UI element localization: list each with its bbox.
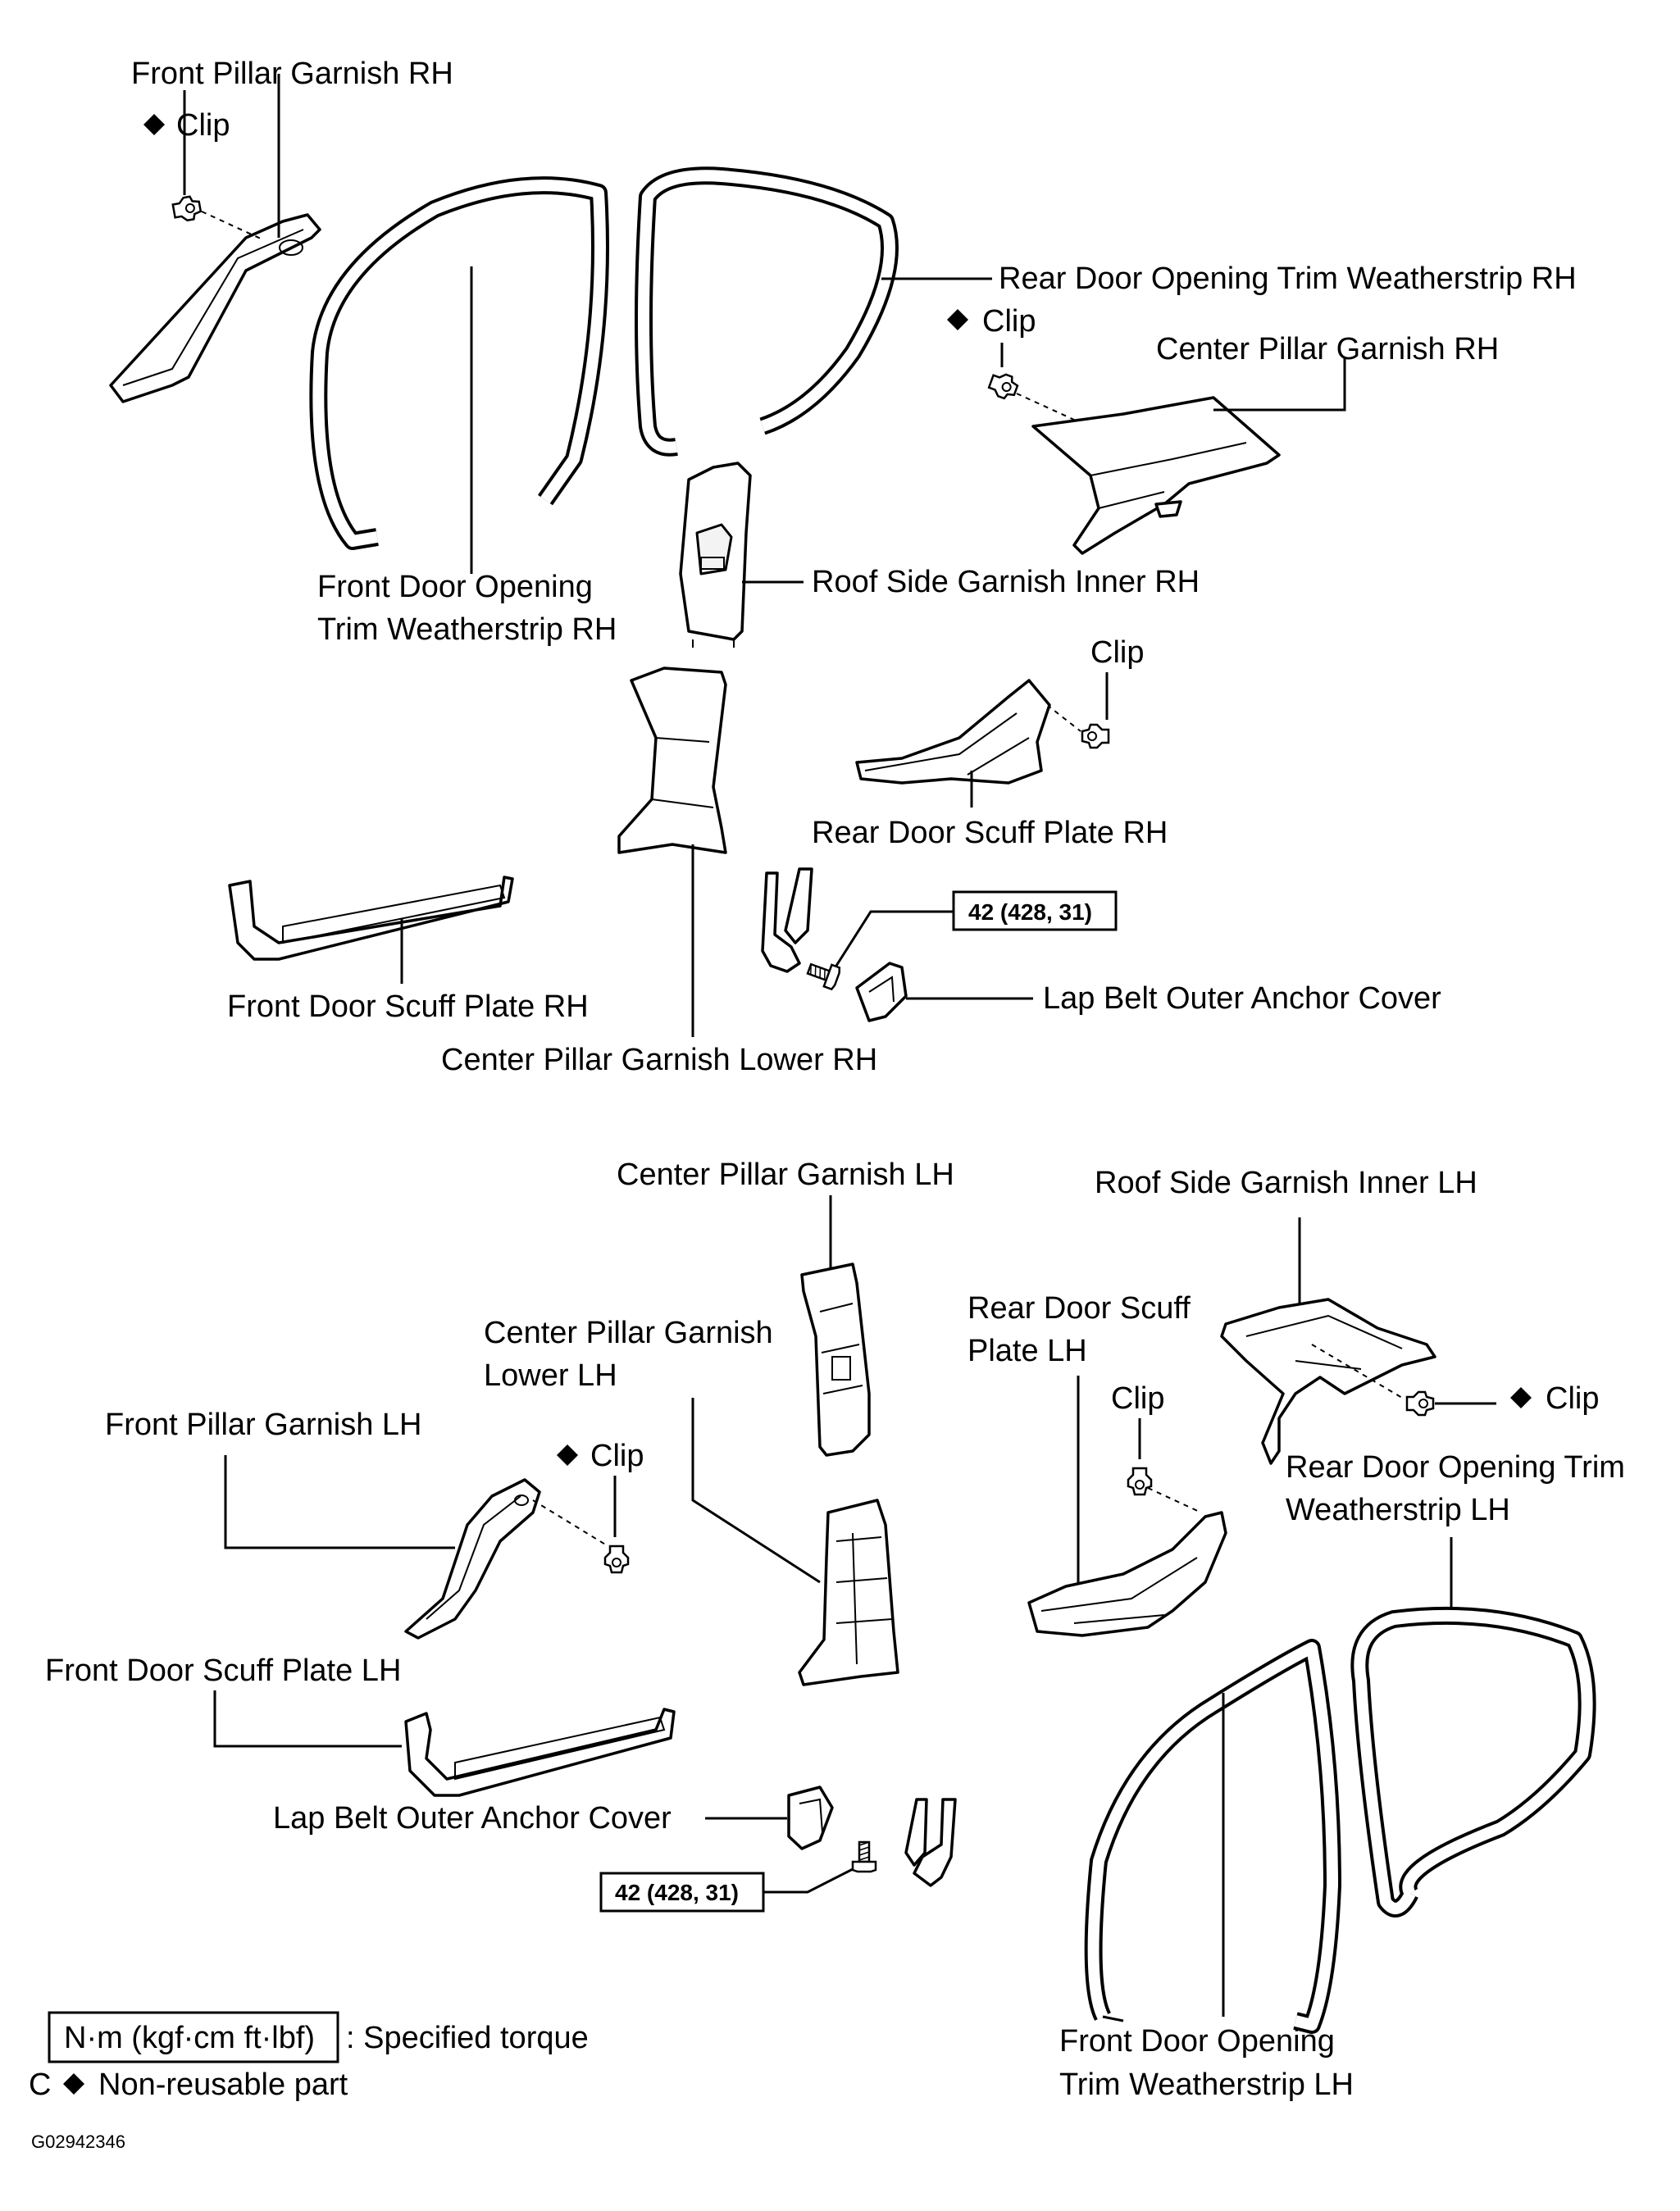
- front-pillar-garnish-rh: [109, 213, 321, 403]
- label-center-pillar-garnish-lower-rh: Center Pillar Garnish Lower RH: [441, 1043, 877, 1077]
- label-rear-door-scuff-lh-1: Rear Door Scuff: [967, 1291, 1191, 1326]
- label-front-pillar-garnish-rh: Front Pillar Garnish RH: [131, 57, 453, 91]
- label-rear-door-scuff-lh-2: Plate LH: [967, 1334, 1087, 1368]
- figure-code: G02942346: [31, 2131, 125, 2152]
- leader-torque-rh: [835, 910, 954, 967]
- center-pillar-garnish-rh: [1031, 396, 1281, 555]
- label-front-door-ws-rh-1: Front Door Opening: [317, 570, 593, 604]
- leader-front-door-scuff-lh: [213, 1690, 402, 1748]
- label-rear-door-ws-rh: Rear Door Opening Trim Weatherstrip RH: [999, 262, 1577, 296]
- label-lap-belt-outer-anchor-cover-lh: Lap Belt Outer Anchor Cover: [273, 1801, 672, 1836]
- rear-door-opening-trim-weatherstrip-lh: [1350, 1606, 1596, 1918]
- torque-value-lh: 42 (428, 31): [615, 1880, 739, 1905]
- legend-torque-desc: : Specified torque: [346, 2021, 589, 2055]
- label-front-pillar-garnish-lh: Front Pillar Garnish LH: [105, 1408, 421, 1442]
- diamond-icon: [557, 1444, 578, 1466]
- legend-nonreusable-desc: Non-reusable part: [98, 2068, 348, 2102]
- front-door-opening-trim-weatherstrip-lh: [1084, 1639, 1341, 2034]
- diamond-icon: [947, 309, 968, 330]
- label-front-door-scuff-plate-lh: Front Door Scuff Plate LH: [45, 1654, 401, 1688]
- label-clip-nr-1: Clip: [176, 108, 230, 143]
- front-door-scuff-plate-lh: [404, 1708, 676, 1797]
- clip-rh-center-pillar: [986, 369, 1021, 403]
- diamond-icon: [1510, 1387, 1532, 1408]
- label-roof-side-garnish-inner-rh: Roof Side Garnish Inner RH: [812, 565, 1200, 599]
- label-center-pillar-lower-lh-2: Lower LH: [484, 1358, 617, 1393]
- belt-anchor-lh: [904, 1798, 957, 1887]
- label-rear-door-ws-lh-2: Weatherstrip LH: [1286, 1493, 1510, 1527]
- label-rear-door-ws-lh-1: Rear Door Opening Trim: [1286, 1450, 1625, 1485]
- label-front-door-ws-lh-1: Front Door Opening: [1059, 2024, 1335, 2059]
- center-pillar-garnish-lower-rh: [617, 666, 727, 854]
- lap-belt-outer-anchor-cover-lh: [787, 1786, 834, 1850]
- leader-center-pillar-rh: [1213, 357, 1346, 412]
- clip-lh-front-pillar: [603, 1545, 630, 1574]
- label-lap-belt-outer-anchor-cover-rh: Lap Belt Outer Anchor Cover: [1043, 981, 1441, 1016]
- front-door-opening-trim-weatherstrip-rh: [309, 176, 609, 550]
- front-door-scuff-plate-rh: [228, 876, 514, 961]
- bolt-rh: [804, 957, 842, 991]
- rear-door-opening-trim-weatherstrip-rh: [635, 166, 899, 457]
- legend-torque-box: [48, 2011, 339, 2063]
- leader-center-pillar-lower-lh: [691, 1398, 821, 1584]
- front-pillar-garnish-lh: [404, 1478, 541, 1640]
- center-pillar-garnish-lh: [800, 1262, 871, 1457]
- torque-value-rh: 42 (428, 31): [968, 899, 1092, 925]
- label-center-pillar-lower-lh-1: Center Pillar Garnish: [484, 1316, 773, 1350]
- label-clip-nr-6: Clip: [590, 1439, 644, 1473]
- label-front-door-ws-lh-2: Trim Weatherstrip LH: [1059, 2068, 1354, 2102]
- legend: N·m (kgf·cm ft·lbf) : Specified torque C…: [29, 2011, 589, 2152]
- belt-anchor-rh: [761, 867, 813, 973]
- label-center-pillar-garnish-lh: Center Pillar Garnish LH: [617, 1158, 954, 1192]
- clip-rh-rear-scuff: [1081, 723, 1110, 749]
- label-rear-door-scuff-plate-rh: Rear Door Scuff Plate RH: [812, 816, 1168, 850]
- clip-rh-front-pillar: [171, 193, 203, 224]
- diamond-icon: [63, 2073, 84, 2095]
- leader-front-pillar-lh: [224, 1455, 455, 1549]
- torque-box-rh: [952, 890, 1118, 931]
- label-front-door-ws-rh-2: Trim Weatherstrip RH: [317, 612, 617, 647]
- roof-side-garnish-inner-rh: [679, 462, 752, 648]
- rear-door-scuff-plate-lh: [1027, 1511, 1227, 1637]
- label-clip-nr-5: Clip: [1546, 1381, 1599, 1416]
- rear-door-scuff-plate-rh: [855, 679, 1051, 785]
- label-center-pillar-garnish-rh: Center Pillar Garnish RH: [1156, 332, 1499, 366]
- roof-side-garnish-inner-lh: [1220, 1298, 1436, 1465]
- center-pillar-garnish-lower-lh: [798, 1499, 899, 1686]
- diamond-icon: [143, 114, 165, 135]
- label-roof-side-garnish-inner-lh: Roof Side Garnish Inner LH: [1095, 1166, 1477, 1200]
- label-clip-4: Clip: [1111, 1381, 1164, 1416]
- label-clip-3: Clip: [1090, 635, 1144, 670]
- bolt-lh: [851, 1840, 877, 1873]
- clip-lh-rear-scuff: [1127, 1467, 1153, 1496]
- clip-lh-roof-side: [1405, 1390, 1435, 1417]
- torque-box-lh: [599, 1872, 765, 1913]
- label-front-door-scuff-plate-rh: Front Door Scuff Plate RH: [227, 989, 589, 1024]
- legend-prefix: C: [29, 2068, 51, 2102]
- legend-torque-units: N·m (kgf·cm ft·lbf): [64, 2021, 315, 2055]
- lap-belt-outer-anchor-cover-rh: [855, 962, 908, 1022]
- label-clip-nr-2: Clip: [982, 304, 1036, 339]
